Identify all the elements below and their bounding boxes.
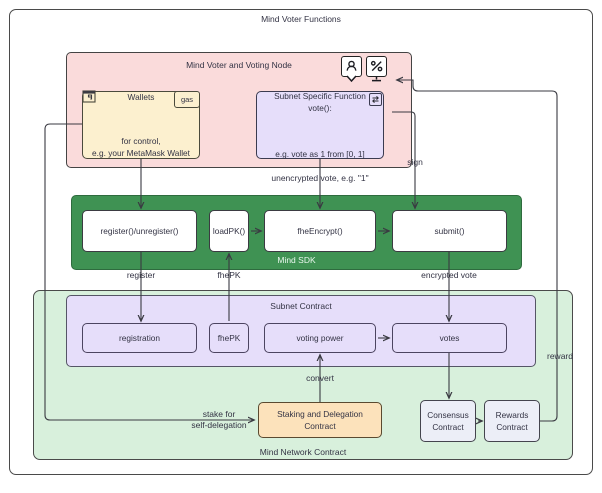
edge-label-unencrypted-vote: unencrypted vote, e.g. "1" bbox=[271, 173, 369, 183]
swap-icon bbox=[369, 93, 382, 106]
edge-label-convert: convert bbox=[306, 373, 334, 383]
edge-label-register: register bbox=[126, 270, 156, 280]
edge-label-reward: reward bbox=[547, 351, 573, 361]
node-votes[interactable]: votes bbox=[392, 323, 507, 353]
key-icon bbox=[82, 89, 97, 103]
subnet-function-example: e.g. vote as 1 from [0, 1] bbox=[275, 148, 365, 159]
edge-label-encrypted-vote: encrypted vote bbox=[421, 270, 477, 280]
voter-node-title: Mind Voter and Voting Node bbox=[186, 60, 292, 70]
edge-label-stake-for-self-delegation: stake for self-delegation bbox=[191, 409, 247, 430]
node-register-unregister[interactable]: register()/unregister() bbox=[82, 210, 197, 252]
edge-label-sign: sign bbox=[407, 157, 423, 167]
node-staking-and-delegation-contract[interactable]: Staking and Delegation Contract bbox=[258, 402, 382, 438]
edge-label-fhepk: fhePK bbox=[217, 270, 241, 280]
wallets-title: Wallets bbox=[127, 91, 155, 102]
outer-container-title: Mind Voter Functions bbox=[261, 14, 341, 24]
actor-icon bbox=[341, 56, 362, 77]
subnet-function-body: Subnet Specific Function vote(): bbox=[274, 91, 366, 114]
node-voting-power[interactable]: voting power bbox=[264, 323, 376, 353]
mind-sdk-title: Mind SDK bbox=[277, 255, 316, 265]
mind-network-contract-title: Mind Network Contract bbox=[259, 447, 347, 457]
node-fhepk[interactable]: fhePK bbox=[209, 323, 249, 353]
node-loadpk[interactable]: loadPK() bbox=[209, 210, 249, 252]
node-consensus-contract[interactable]: Consensus Contract bbox=[420, 400, 476, 442]
node-rewards-contract[interactable]: Rewards Contract bbox=[484, 400, 540, 442]
subnet-contract-title: Subnet Contract bbox=[270, 301, 332, 311]
wallets-body: for control, e.g. your MetaMask Wallet bbox=[92, 136, 190, 159]
node-subnet-specific-function[interactable]: Subnet Specific Function vote(): e.g. vo… bbox=[256, 91, 384, 159]
node-monitor-icon bbox=[366, 56, 387, 77]
monitor-stand-icon bbox=[372, 76, 381, 82]
actor-tail-icon bbox=[346, 75, 357, 83]
gas-badge: gas bbox=[174, 91, 200, 108]
node-submit[interactable]: submit() bbox=[392, 210, 507, 252]
node-fheencrypt[interactable]: fheEncrypt() bbox=[264, 210, 376, 252]
node-registration[interactable]: registration bbox=[82, 323, 197, 353]
